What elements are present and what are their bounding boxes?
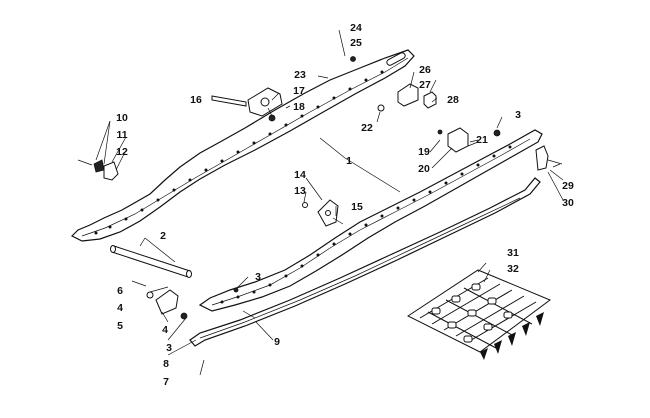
idler-spacer	[377, 83, 437, 112]
front-bracket	[535, 145, 563, 171]
callout-23: 23	[294, 69, 306, 81]
callout-25: 25	[350, 37, 362, 49]
callout-4-upper: 4	[117, 302, 123, 314]
callout-19: 19	[418, 146, 430, 158]
callout-15: 15	[351, 201, 363, 213]
callout-4-lower: 4	[162, 324, 168, 336]
rear-bumper-right	[437, 127, 479, 153]
wear-strip	[189, 177, 541, 347]
callout-7: 7	[163, 376, 169, 388]
callout-3-right: 3	[515, 109, 521, 121]
callout-9: 9	[274, 336, 280, 348]
front-clip	[77, 159, 119, 181]
cross-shaft	[110, 245, 192, 278]
callout-1: 1	[346, 155, 352, 167]
callout-17: 17	[293, 85, 305, 97]
callout-21: 21	[476, 134, 488, 146]
callout-27: 27	[419, 79, 431, 91]
callout-24: 24	[350, 22, 362, 34]
callout-26: 26	[419, 64, 431, 76]
callout-32: 32	[507, 263, 519, 275]
callout-labels: 1 2 3 3 3 4 4 5 6 7 8 9 10 11 12 13 14 1…	[116, 22, 574, 388]
callout-8: 8	[163, 358, 169, 370]
right-slide-rail	[198, 129, 543, 312]
callout-28: 28	[447, 94, 459, 106]
callout-18: 18	[293, 101, 305, 113]
mount-bracket	[302, 199, 344, 227]
rear-bumper-left	[211, 87, 283, 122]
leader-lines	[95, 71, 564, 356]
callout-6: 6	[117, 285, 123, 297]
callout-16: 16	[190, 94, 202, 106]
callout-10: 10	[116, 112, 128, 124]
callout-3-lower: 3	[166, 342, 172, 354]
callout-11: 11	[116, 129, 127, 141]
callout-5: 5	[117, 320, 123, 332]
callout-12: 12	[116, 146, 128, 158]
callout-2: 2	[160, 230, 166, 242]
left-slide-rail	[70, 49, 415, 242]
callout-31: 31	[507, 247, 519, 259]
callout-29: 29	[562, 180, 574, 192]
front-stopper	[131, 280, 188, 320]
callout-13: 13	[294, 185, 306, 197]
callout-20: 20	[418, 163, 430, 175]
callout-14: 14	[294, 169, 306, 181]
callout-3-middle: 3	[255, 271, 261, 283]
track-clip-section	[406, 269, 552, 360]
bolts	[199, 29, 561, 376]
callout-30: 30	[562, 197, 574, 209]
callout-22: 22	[361, 122, 373, 134]
